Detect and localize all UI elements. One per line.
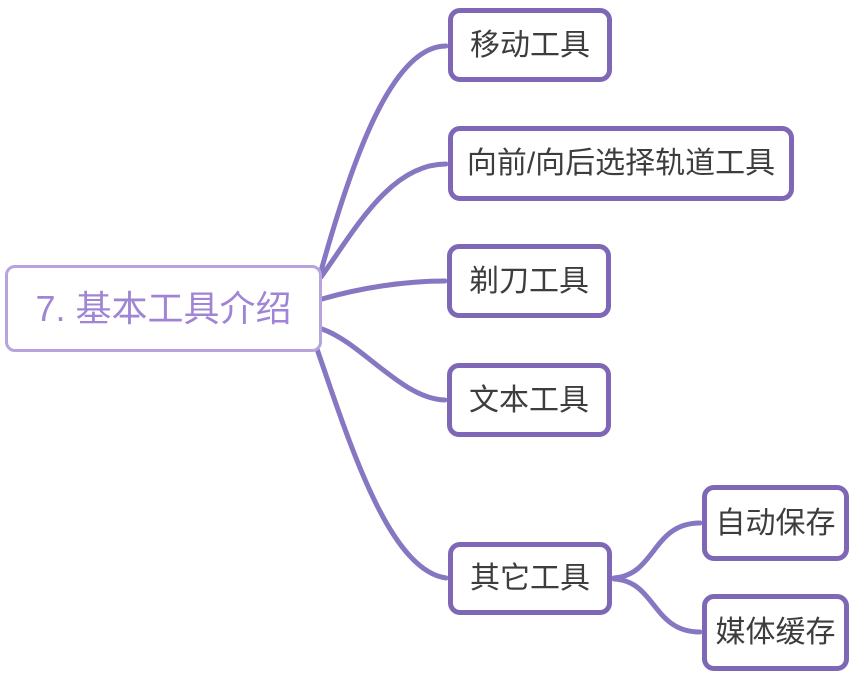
node-text-tool[interactable]: 文本工具 xyxy=(447,363,611,437)
connector-other-tools-to-auto-save xyxy=(611,520,703,581)
node-other-tools[interactable]: 其它工具 xyxy=(448,542,612,615)
node-auto-save[interactable]: 自动保存 xyxy=(702,485,849,561)
root-node-label: 7. 基本工具介绍 xyxy=(35,287,292,329)
connector-root-to-razor-tool xyxy=(319,278,448,302)
node-label: 向前/向后选择轨道工具 xyxy=(466,147,776,180)
connector-root-to-select-track-tool xyxy=(318,161,449,280)
node-razor-tool[interactable]: 剃刀工具 xyxy=(447,244,611,318)
node-label: 其它工具 xyxy=(470,562,590,595)
node-label: 剃刀工具 xyxy=(469,264,589,298)
node-label: 文本工具 xyxy=(469,383,589,417)
node-label: 移动工具 xyxy=(470,28,590,62)
connector-root-to-move-tool xyxy=(318,43,449,274)
node-move-tool[interactable]: 移动工具 xyxy=(448,8,612,82)
root-node-basic-tools[interactable]: 7. 基本工具介绍 xyxy=(5,265,322,352)
connector-root-to-text-tool xyxy=(319,326,448,403)
node-label: 媒体缓存 xyxy=(715,616,836,649)
node-media-cache[interactable]: 媒体缓存 xyxy=(702,594,849,671)
connector-other-tools-to-media-cache xyxy=(611,576,703,635)
connector-root-to-other-tools xyxy=(314,346,449,581)
node-label: 自动保存 xyxy=(715,506,836,540)
node-select-track-tool[interactable]: 向前/向后选择轨道工具 xyxy=(448,126,794,201)
